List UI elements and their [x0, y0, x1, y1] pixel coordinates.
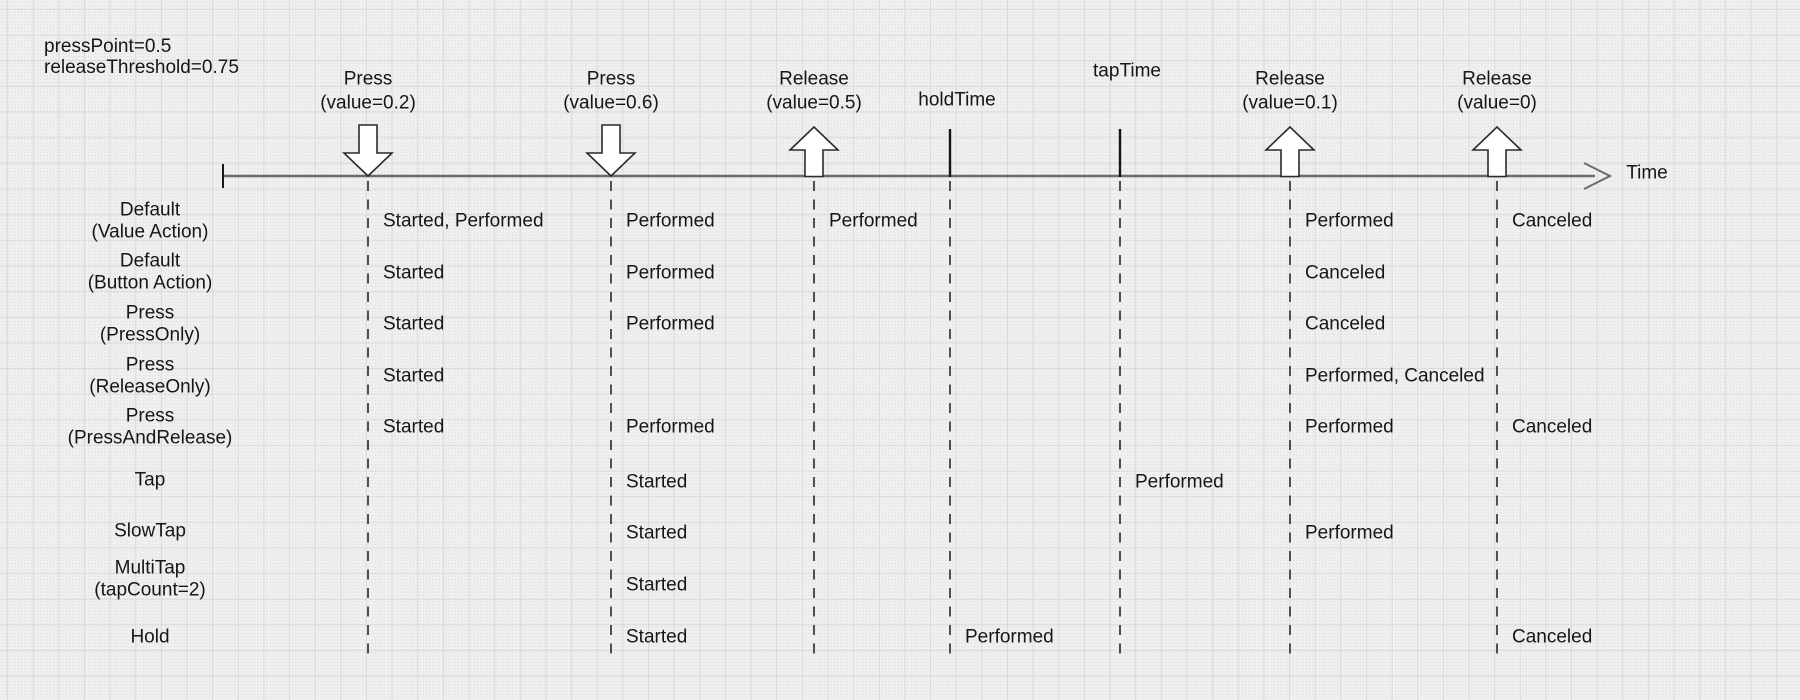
row-label-tap-line1: Tap: [134, 469, 166, 491]
event-label-release-value-0-line2: (value=0): [1457, 92, 1537, 114]
cell-default-value-action-press-value-0.2: Started, Performed: [383, 210, 544, 232]
time-axis-arrowhead-icon: [1583, 162, 1613, 190]
cell-slowtap-press-value-0.6: Started: [626, 522, 688, 544]
event-label-press-value-0.6-line2: (value=0.6): [563, 92, 659, 114]
cell-press-pressandrelease-press-value-0.2: Started: [383, 416, 445, 438]
cell-default-value-action-release-value-0.5: Performed: [829, 210, 918, 232]
cell-press-pressandrelease-release-value-0: Canceled: [1512, 416, 1593, 438]
cell-default-button-action-press-value-0.6: Performed: [626, 262, 715, 284]
row-label-multitap-tapcount-2-line2: (tapCount=2): [94, 579, 206, 601]
row-label-press-releaseonly-line1: Press: [125, 354, 175, 376]
cell-multitap-tapcount-2-press-value-0.6: Started: [626, 574, 688, 596]
row-label-slowtap-line1: SlowTap: [114, 520, 186, 542]
release-up-arrow-icon: [1264, 125, 1316, 178]
cell-press-releaseonly-release-value-0.1: Performed, Canceled: [1305, 365, 1485, 387]
row-label-press-pressandrelease-line2: (PressAndRelease): [67, 427, 233, 449]
release-threshold-param: releaseThreshold=0.75: [44, 57, 239, 78]
row-label-default-value-action-line2: (Value Action): [91, 221, 209, 243]
cell-default-value-action-press-value-0.6: Performed: [626, 210, 715, 232]
event-label-release-value-0.5-line2: (value=0.5): [766, 92, 862, 114]
cell-hold-press-value-0.6: Started: [626, 626, 688, 648]
event-label-release-value-0.1-line1: Release: [1255, 68, 1325, 90]
cell-default-value-action-release-value-0.1: Performed: [1305, 210, 1394, 232]
cell-hold-release-value-0: Canceled: [1512, 626, 1593, 648]
row-label-default-button-action-line1: Default: [119, 250, 181, 272]
event-label-release-value-0-line1: Release: [1462, 68, 1532, 90]
event-label-release-value-0.5-line1: Release: [779, 68, 849, 90]
cell-default-value-action-release-value-0: Canceled: [1512, 210, 1593, 232]
row-label-press-pressandrelease-line1: Press: [125, 405, 175, 427]
cell-press-releaseonly-press-value-0.2: Started: [383, 365, 445, 387]
event-label-press-value-0.2-line2: (value=0.2): [320, 92, 416, 114]
cell-slowtap-release-value-0.1: Performed: [1305, 522, 1394, 544]
cell-press-pressonly-release-value-0.1: Canceled: [1305, 313, 1386, 335]
cell-press-pressonly-press-value-0.6: Performed: [626, 313, 715, 335]
cell-press-pressonly-press-value-0.2: Started: [383, 313, 445, 335]
cell-hold-hold-time: Performed: [965, 626, 1054, 648]
row-label-default-button-action-line2: (Button Action): [87, 272, 213, 294]
row-label-press-releaseonly-line2: (ReleaseOnly): [89, 376, 211, 398]
event-label-hold-time-line1: holdTime: [918, 89, 996, 111]
cell-tap-tap-time: Performed: [1135, 471, 1224, 493]
row-label-default-value-action-line1: Default: [119, 199, 181, 221]
cell-press-pressandrelease-release-value-0.1: Performed: [1305, 416, 1394, 438]
press-point-param: pressPoint=0.5: [44, 36, 172, 57]
cell-press-pressandrelease-press-value-0.6: Performed: [626, 416, 715, 438]
event-label-release-value-0.1-line2: (value=0.1): [1242, 92, 1338, 114]
row-label-press-pressonly-line1: Press: [125, 302, 175, 324]
parameters-note: pressPoint=0.5 releaseThreshold=0.75: [44, 36, 239, 78]
event-label-press-value-0.2-line1: Press: [343, 68, 393, 90]
release-up-arrow-icon: [788, 125, 840, 178]
cell-default-button-action-press-value-0.2: Started: [383, 262, 445, 284]
event-label-tap-time-line1: tapTime: [1093, 60, 1161, 82]
cell-default-button-action-release-value-0.1: Canceled: [1305, 262, 1386, 284]
release-up-arrow-icon: [1471, 125, 1523, 178]
time-axis-label: Time: [1626, 162, 1668, 184]
press-down-arrow-icon: [585, 124, 637, 178]
row-label-press-pressonly-line2: (PressOnly): [99, 324, 201, 346]
event-label-press-value-0.6-line1: Press: [586, 68, 636, 90]
row-label-hold-line1: Hold: [130, 626, 170, 648]
cell-tap-press-value-0.6: Started: [626, 471, 688, 493]
press-down-arrow-icon: [342, 124, 394, 178]
row-label-multitap-tapcount-2-line1: MultiTap: [114, 557, 186, 579]
